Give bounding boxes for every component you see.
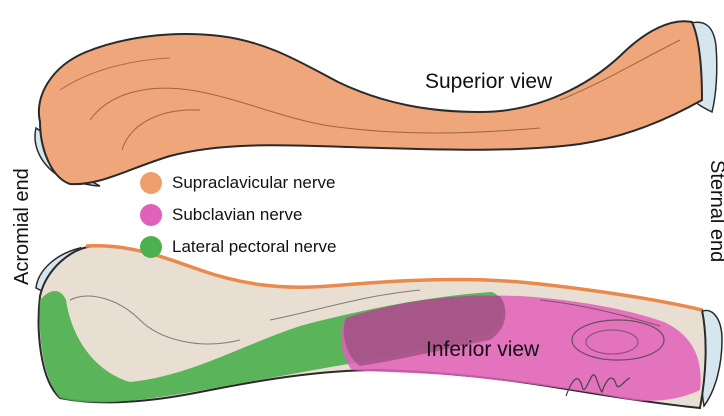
acromial-end-label: Acromial end <box>11 168 34 285</box>
legend-item-supraclavicular: Supraclavicular nerve <box>140 172 335 194</box>
legend-label: Supraclavicular nerve <box>172 173 335 193</box>
sternal-end-label: Sternal end <box>705 160 724 262</box>
superior-view-label: Superior view <box>425 70 552 94</box>
legend-item-subclavian: Subclavian nerve <box>140 204 302 226</box>
legend-swatch-orange <box>140 172 162 194</box>
legend-label: Lateral pectoral nerve <box>172 237 336 257</box>
superior-clavicle <box>35 21 717 186</box>
legend-swatch-pink <box>140 204 162 226</box>
inferior-view-label: Inferior view <box>426 338 539 362</box>
legend-swatch-green <box>140 236 162 258</box>
inferior-clavicle <box>36 246 722 408</box>
legend-label: Subclavian nerve <box>172 205 302 225</box>
legend-item-lateral-pectoral: Lateral pectoral nerve <box>140 236 336 258</box>
superior-bone-body <box>39 21 702 184</box>
